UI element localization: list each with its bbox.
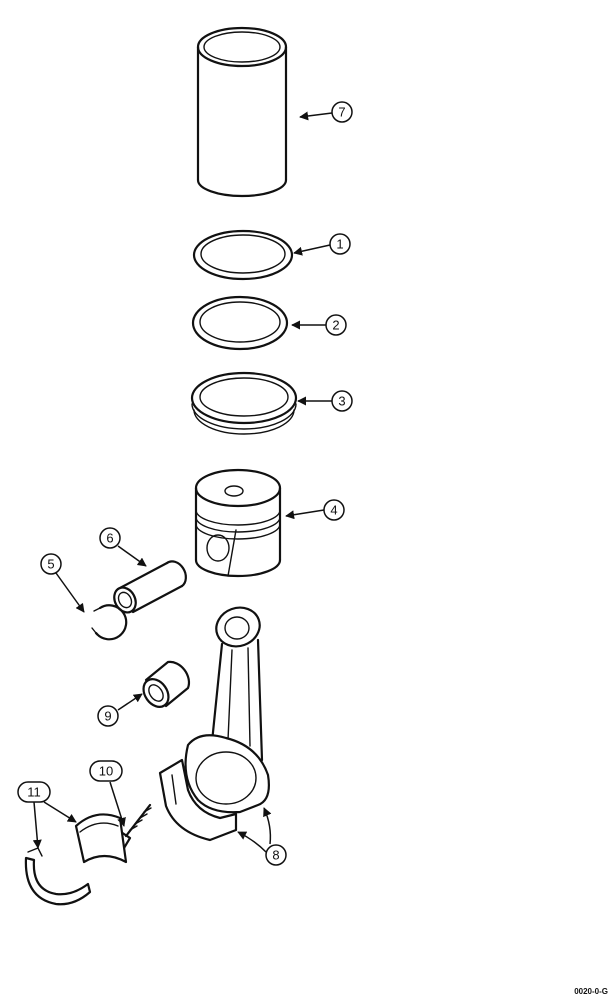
callout-label: 11 [27,785,41,800]
callout-8: 8 [265,844,287,866]
callout-4: 4 [323,499,345,521]
callout-label: 4 [330,503,337,518]
cylinder-sleeve [196,26,288,198]
callout-label: 3 [338,394,345,409]
callout-label: 10 [99,764,113,779]
callout-label: 1 [336,237,343,252]
callout-2: 2 [325,314,347,336]
callout-1: 1 [329,233,351,255]
small-end-bushing [142,660,191,708]
callout-label: 6 [106,531,113,546]
connecting-rod [158,606,270,842]
oil-control-ring [190,371,298,435]
callout-label: 9 [104,709,111,724]
callout-label: 5 [47,557,54,572]
callout-label: 7 [338,105,345,120]
callout-7: 7 [331,101,353,123]
callout-5: 5 [40,553,62,575]
piston-ring-second [191,295,289,351]
rod-bearing-lower [24,847,92,906]
callout-label: 2 [332,318,339,333]
piston-pin [113,560,187,614]
piston-ring-top [192,229,294,281]
figure-code: 0020-0-G [574,987,608,996]
piston [194,468,282,578]
callout-11: 11 [17,781,51,803]
snap-ring [91,604,128,641]
callout-10: 10 [89,760,123,782]
callout-6: 6 [99,527,121,549]
rod-bearing-upper [74,813,128,864]
callout-9: 9 [97,705,119,727]
callout-label: 8 [272,848,279,863]
callout-3: 3 [331,390,353,412]
